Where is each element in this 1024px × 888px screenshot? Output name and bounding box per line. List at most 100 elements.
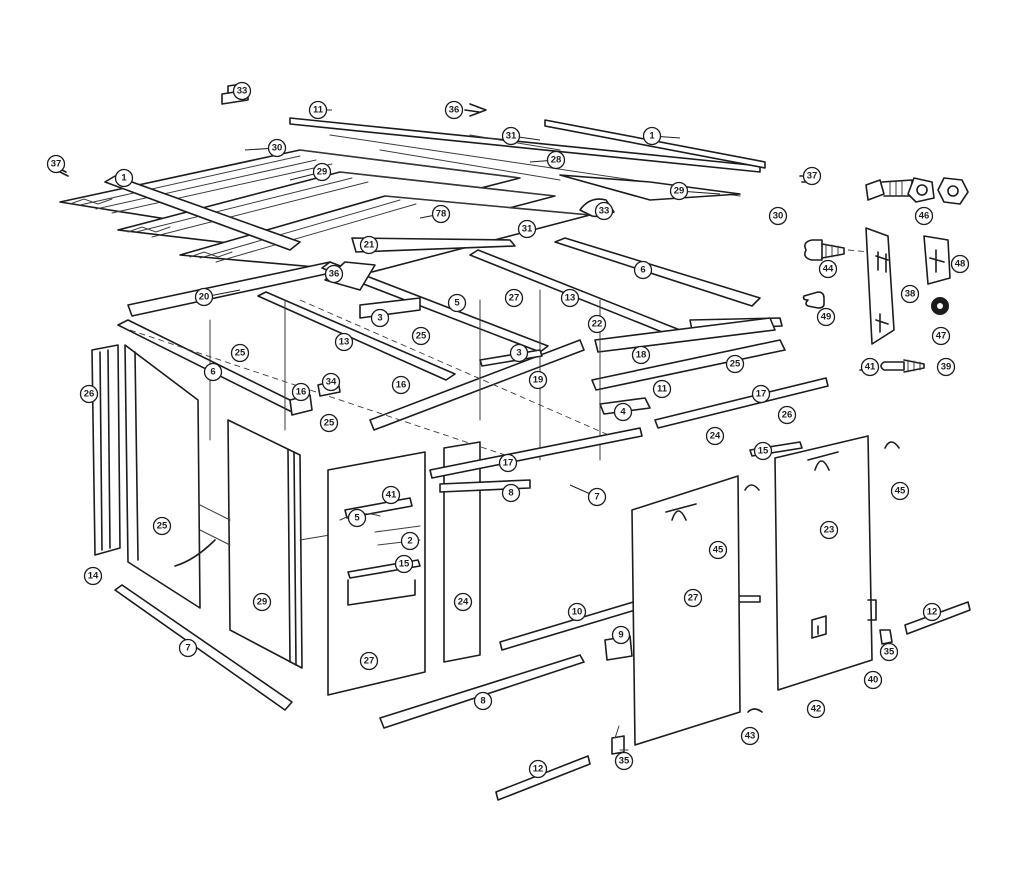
callout: 30	[244, 138, 287, 158]
callout: 31	[501, 126, 541, 146]
svg-text:29: 29	[257, 597, 268, 608]
svg-text:3: 3	[377, 313, 382, 324]
svg-text:26: 26	[782, 410, 793, 421]
callout: 25	[152, 516, 172, 536]
svg-text:23: 23	[824, 525, 835, 536]
svg-text:8: 8	[480, 696, 485, 707]
svg-text:36: 36	[449, 105, 460, 116]
callout: 31	[517, 219, 537, 239]
svg-text:15: 15	[758, 446, 769, 457]
callout: 35	[614, 751, 634, 771]
svg-text:1: 1	[121, 173, 127, 184]
svg-text:35: 35	[619, 756, 630, 767]
svg-text:29: 29	[674, 186, 685, 197]
svg-text:35: 35	[884, 647, 895, 658]
callout: 5	[347, 508, 367, 528]
callout: 44	[818, 259, 838, 279]
callout: 12	[528, 759, 548, 779]
callout: 30	[768, 206, 788, 226]
callout: 41	[381, 485, 401, 505]
svg-text:26: 26	[84, 389, 95, 400]
svg-text:4: 4	[620, 407, 626, 418]
svg-text:13: 13	[339, 337, 350, 348]
callout: 15	[394, 554, 414, 574]
callout: 7	[569, 484, 607, 507]
svg-text:24: 24	[458, 597, 469, 608]
callout: 27	[683, 588, 703, 608]
callout: 24	[453, 592, 473, 612]
callout: 25	[411, 326, 431, 346]
callout: 1	[114, 168, 134, 188]
svg-text:33: 33	[237, 86, 248, 97]
callout: 39	[936, 357, 956, 377]
callout: 37	[802, 166, 822, 186]
callout: 23	[819, 520, 839, 540]
svg-text:27: 27	[364, 656, 375, 667]
callout: 33	[594, 201, 614, 221]
callout: 8	[473, 691, 493, 711]
svg-text:3: 3	[516, 348, 521, 359]
callout: 21	[359, 235, 379, 255]
svg-text:14: 14	[88, 571, 99, 582]
callout: 6	[203, 362, 223, 382]
callout: 18	[631, 345, 651, 365]
svg-text:29: 29	[317, 167, 328, 178]
svg-text:27: 27	[509, 293, 520, 304]
callout: 17	[498, 453, 518, 473]
callout: 7	[178, 638, 198, 658]
svg-text:25: 25	[416, 331, 427, 342]
callout: 49	[816, 307, 836, 327]
svg-text:34: 34	[326, 377, 337, 388]
callout: 45	[708, 540, 728, 560]
callout: 43	[740, 726, 760, 746]
svg-text:2: 2	[407, 536, 412, 547]
callout: 3	[370, 308, 390, 328]
svg-text:7: 7	[185, 643, 190, 654]
callout: 4	[613, 402, 633, 422]
svg-text:47: 47	[936, 331, 947, 342]
svg-text:7: 7	[594, 492, 599, 503]
svg-text:40: 40	[868, 675, 879, 686]
roof-panels	[59, 149, 591, 273]
svg-text:48: 48	[955, 259, 966, 270]
callout: 22	[587, 314, 607, 334]
callout: 16	[291, 382, 311, 402]
upper-frame	[117, 237, 829, 461]
callout: 35	[879, 642, 899, 662]
svg-text:16: 16	[396, 380, 407, 391]
callout: 14	[83, 566, 103, 586]
right-door-panels	[611, 435, 971, 755]
callout: 29	[289, 162, 332, 182]
svg-text:38: 38	[905, 289, 916, 300]
svg-text:45: 45	[713, 545, 724, 556]
svg-text:16: 16	[296, 387, 307, 398]
svg-text:22: 22	[592, 319, 603, 330]
svg-text:11: 11	[313, 105, 324, 116]
callout: 25	[725, 354, 745, 374]
svg-text:8: 8	[508, 488, 513, 499]
callout: 27	[504, 288, 524, 308]
callout: 8	[501, 483, 521, 503]
svg-text:25: 25	[235, 348, 246, 359]
svg-text:41: 41	[865, 362, 876, 373]
callout: 15	[753, 441, 773, 461]
svg-text:19: 19	[533, 375, 544, 386]
callout: 12	[922, 602, 942, 622]
svg-text:6: 6	[210, 367, 215, 378]
svg-text:12: 12	[927, 607, 938, 618]
svg-text:31: 31	[506, 131, 517, 142]
svg-text:25: 25	[730, 359, 741, 370]
svg-text:9: 9	[618, 630, 623, 641]
svg-text:18: 18	[636, 350, 647, 361]
svg-text:36: 36	[329, 269, 340, 280]
svg-text:33: 33	[599, 206, 610, 217]
callout: 34	[321, 372, 341, 392]
callout: 17	[751, 384, 771, 404]
svg-text:15: 15	[399, 559, 410, 570]
callout: 2	[400, 531, 420, 551]
callout: 29	[669, 181, 721, 201]
callout: 25	[319, 413, 339, 433]
callout: 20	[194, 287, 241, 307]
svg-text:1: 1	[649, 131, 655, 142]
